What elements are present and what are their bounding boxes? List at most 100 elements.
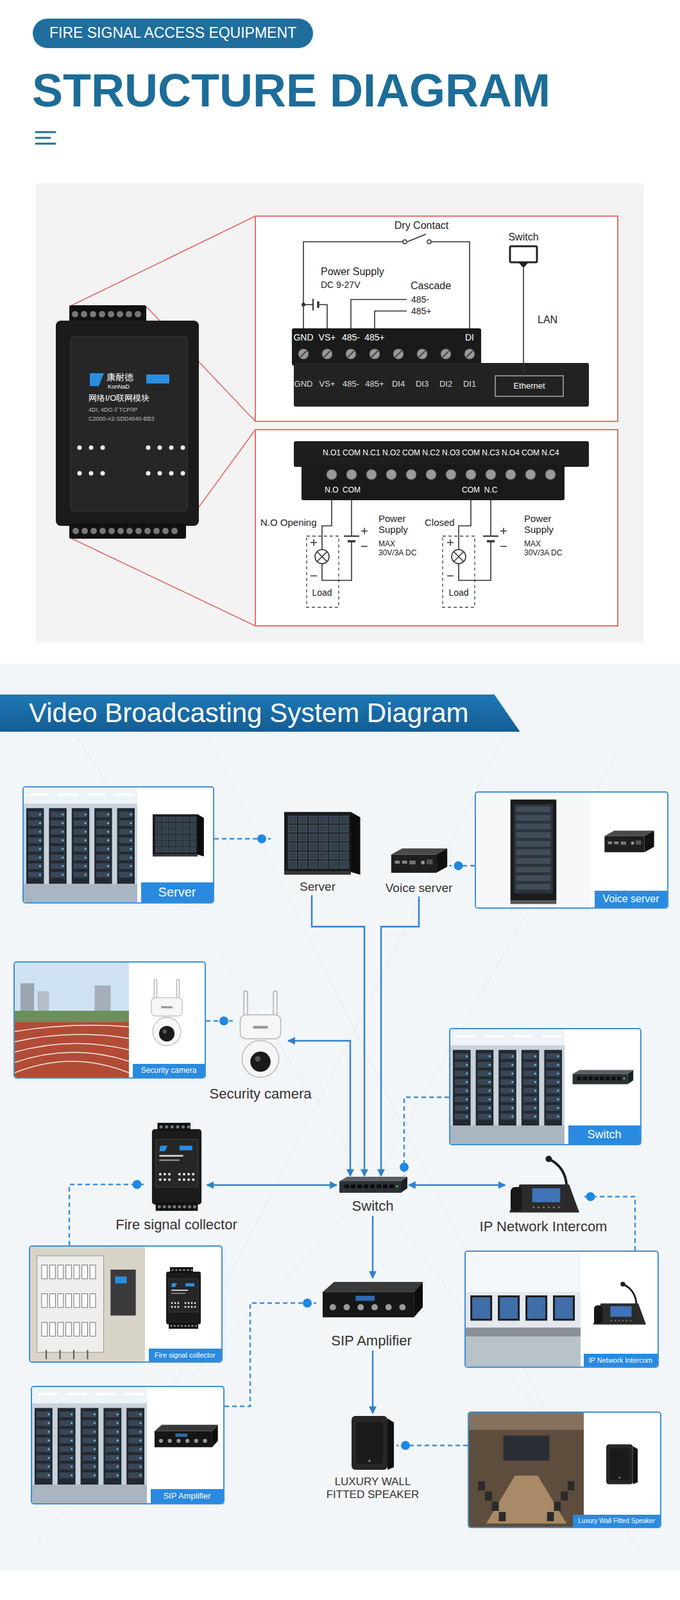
relay-terminal-block (485, 469, 496, 480)
picture (73, 812, 88, 818)
picture (488, 1098, 491, 1101)
picture (298, 824, 308, 833)
connector-dot (454, 861, 464, 871)
picture (607, 841, 612, 845)
input-wiring (374, 311, 407, 329)
picture (23, 884, 138, 903)
picture (572, 1070, 634, 1074)
diagram-label: MAX 30V/3A DC (378, 540, 421, 559)
picture (151, 998, 183, 1017)
picture (157, 1205, 161, 1209)
picture (534, 1089, 537, 1092)
picture (322, 1282, 423, 1293)
picture (36, 1446, 51, 1453)
picture (30, 793, 50, 797)
picture (93, 1448, 96, 1451)
picture (577, 1077, 582, 1081)
picture (298, 861, 308, 869)
picture (510, 900, 557, 904)
picture (308, 816, 318, 824)
picture (130, 814, 133, 816)
picture (59, 1420, 74, 1427)
picture (105, 1411, 120, 1418)
diagram-label: Load (448, 587, 469, 598)
picture (618, 1476, 621, 1479)
picture (185, 1283, 195, 1287)
picture (70, 1465, 73, 1468)
picture (178, 1268, 182, 1272)
picture (465, 1252, 581, 1368)
picture (547, 1206, 550, 1209)
picture (371, 1304, 378, 1311)
picture (339, 1181, 401, 1194)
section-ground (0, 663, 680, 1572)
leader-line (69, 537, 256, 627)
picture (545, 1062, 561, 1069)
card-label: Voice server (594, 891, 668, 908)
picture (159, 1146, 168, 1153)
relay-terminal-block (326, 469, 556, 480)
picture (250, 1052, 271, 1073)
picture (157, 1123, 190, 1132)
picture (186, 1125, 190, 1130)
picture (103, 1408, 122, 1486)
picture (36, 1463, 51, 1470)
picture (626, 1320, 628, 1322)
picture (193, 1306, 196, 1309)
picture (500, 1096, 515, 1103)
picture (139, 1474, 142, 1477)
io-module-picture (169, 471, 174, 476)
picture (488, 1089, 491, 1092)
io-module-picture (134, 311, 142, 318)
picture (26, 808, 44, 884)
picture (492, 1502, 500, 1512)
picture (73, 820, 88, 827)
picture (545, 1096, 561, 1103)
io-module-picture (100, 445, 106, 451)
relay-terminal-block (505, 469, 516, 480)
photo-card: IP Network Intercom (464, 1250, 659, 1369)
picture (511, 1055, 514, 1058)
picture (151, 1129, 201, 1205)
picture (544, 1050, 562, 1126)
picture (150, 1422, 221, 1455)
picture (28, 863, 42, 870)
picture (82, 1293, 88, 1308)
lamp-symbol (314, 549, 330, 564)
device-caption: Fire signal collector (115, 1216, 238, 1233)
picture (110, 1270, 136, 1317)
picture (36, 1411, 51, 1418)
io-module-picture (89, 445, 94, 451)
picture (610, 1320, 612, 1322)
picture (89, 1265, 96, 1280)
picture (468, 1413, 584, 1528)
picture (93, 1440, 96, 1443)
picture (499, 1512, 507, 1522)
io-module-picture (77, 471, 83, 476)
picture (545, 1156, 552, 1163)
picture (363, 1184, 369, 1189)
picture (617, 1077, 621, 1081)
io-module-picture (77, 445, 83, 451)
picture (128, 1472, 143, 1479)
picture (329, 824, 339, 833)
picture (394, 860, 400, 865)
picture (308, 824, 318, 833)
picture (553, 1502, 561, 1512)
picture (454, 1105, 469, 1112)
picture (610, 1306, 632, 1318)
card-label: Security camera (132, 1064, 205, 1078)
picture (171, 1293, 186, 1295)
picture (84, 865, 87, 868)
picture (523, 1114, 538, 1121)
picture (523, 1054, 538, 1060)
picture (508, 1184, 579, 1214)
picture (465, 1098, 468, 1101)
diagram-label: LAN (537, 314, 558, 326)
picture (202, 1438, 207, 1443)
diagram-label: N.O4 (501, 449, 520, 459)
picture (107, 857, 110, 859)
picture (545, 1070, 561, 1077)
card-label: SIP Amplifier (150, 1489, 224, 1504)
